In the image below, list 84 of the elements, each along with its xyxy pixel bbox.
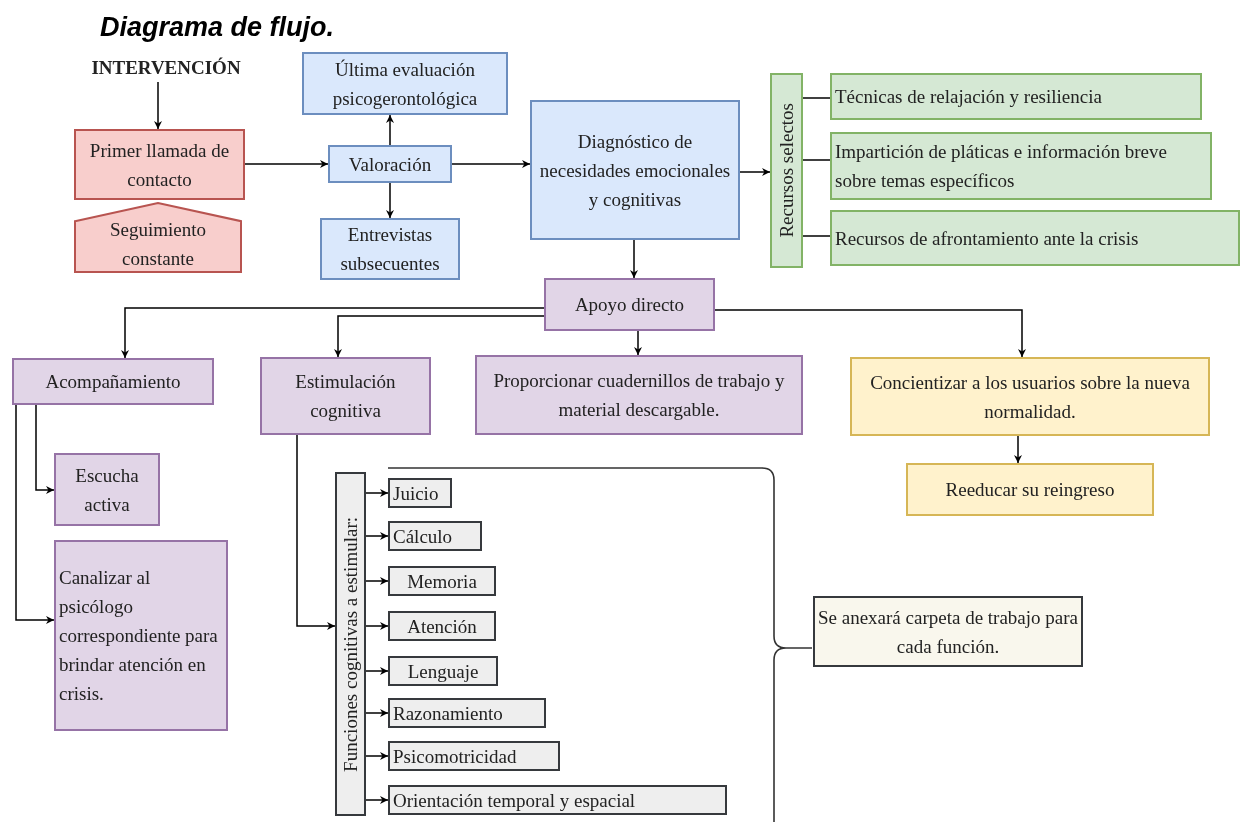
node-text: Última evaluación psicogerontológica <box>331 57 479 111</box>
node-text: Primer llamada de contacto <box>88 138 231 192</box>
item-box <box>388 656 498 686</box>
arrow <box>154 81 162 130</box>
arrow <box>386 182 394 219</box>
connector-line <box>802 235 831 237</box>
vertical-label-box <box>770 73 803 268</box>
node-text: INTERVENCIÓN <box>91 55 241 80</box>
node-text: Se anexará carpeta de trabajo para cada función. <box>817 605 1079 659</box>
process-box <box>850 357 1210 436</box>
process-box <box>830 210 1240 266</box>
arrow <box>365 532 389 540</box>
node-text: Escucha activa <box>74 463 140 517</box>
node-text: Razonamiento <box>393 701 503 726</box>
arrow <box>365 752 389 760</box>
arrow <box>451 160 531 168</box>
note-box <box>813 596 1083 667</box>
process-box <box>475 355 803 435</box>
arrow <box>630 239 638 279</box>
arrow <box>634 330 642 356</box>
arrow <box>365 796 389 804</box>
item-box <box>388 566 496 596</box>
arrow <box>386 114 394 146</box>
process-box <box>830 73 1202 120</box>
arrow <box>365 622 389 630</box>
node-text: Diagnóstico de necesidades emocionales y cognitivas <box>538 129 732 212</box>
item-box <box>388 741 560 771</box>
node-text: Apoyo directo <box>574 293 685 317</box>
arrow <box>35 404 55 494</box>
arrow <box>15 404 55 624</box>
node-text: Cálculo <box>393 524 453 549</box>
process-box <box>328 145 452 183</box>
process-box <box>74 129 245 200</box>
arrow <box>334 315 545 358</box>
item-box <box>388 478 452 508</box>
connector-line <box>802 159 831 161</box>
arrow <box>739 168 771 176</box>
process-box <box>544 278 715 331</box>
node-text: Acompañamiento <box>45 370 181 394</box>
arrow <box>121 307 545 359</box>
process-box <box>54 453 160 526</box>
process-box <box>12 358 214 405</box>
process-box <box>906 463 1154 516</box>
node-text: Reeducar su reingreso <box>945 478 1115 502</box>
node-text: Entrevistas subsecuentes <box>339 223 441 276</box>
process-box <box>320 218 460 280</box>
arrow <box>714 309 1026 358</box>
node-text: Recursos de afrontamiento ante la crisis <box>835 226 1139 251</box>
connector-line <box>802 97 831 99</box>
node-text: Estimulación cognitiva <box>294 370 397 423</box>
node-text: Recursos selectos <box>775 103 798 238</box>
node-text: Canalizar al psicólogo correspondiente para brindar atención en crisis. <box>59 566 219 706</box>
arrow <box>365 709 389 717</box>
node-text: Atención <box>407 614 477 639</box>
vertical-label-box <box>335 472 366 816</box>
diagram-title: Diagrama de flujo. <box>100 14 335 41</box>
node-text: Seguimiento constante <box>108 217 208 271</box>
node-text: Técnicas de relajación y resiliencia <box>835 85 1102 109</box>
node-text: Proporcionar cuadernillos de trabajo y material descargable. <box>492 369 786 422</box>
node-text: Juicio <box>393 481 439 506</box>
node-text: Psicomotricidad <box>393 744 517 769</box>
node-text: Impartición de pláticas e información breve sobre temas específicos <box>835 140 1168 193</box>
arrow <box>365 489 389 497</box>
node-text: Valoración <box>348 152 432 177</box>
arrow <box>1014 435 1022 464</box>
node-text: Concientizar a los usuarios sobre la nueva normalidad. <box>869 370 1191 424</box>
process-box <box>830 132 1212 200</box>
node-text: Memoria <box>407 569 477 594</box>
arrow <box>244 160 329 168</box>
process-box <box>54 540 228 731</box>
arrow <box>365 577 389 585</box>
node-text: Lenguaje <box>407 659 479 684</box>
item-box <box>388 521 482 551</box>
node-text: Orientación temporal y espacial <box>393 788 636 813</box>
process-box <box>302 52 508 115</box>
item-box <box>388 785 727 815</box>
item-box <box>388 611 496 641</box>
process-box <box>530 100 740 240</box>
arrow <box>365 667 389 675</box>
pentagon-box <box>74 202 242 273</box>
process-box <box>260 357 431 435</box>
arrow <box>296 434 336 630</box>
item-box <box>388 698 546 728</box>
node-text: Funciones cognitivas a estimular: <box>339 516 362 772</box>
